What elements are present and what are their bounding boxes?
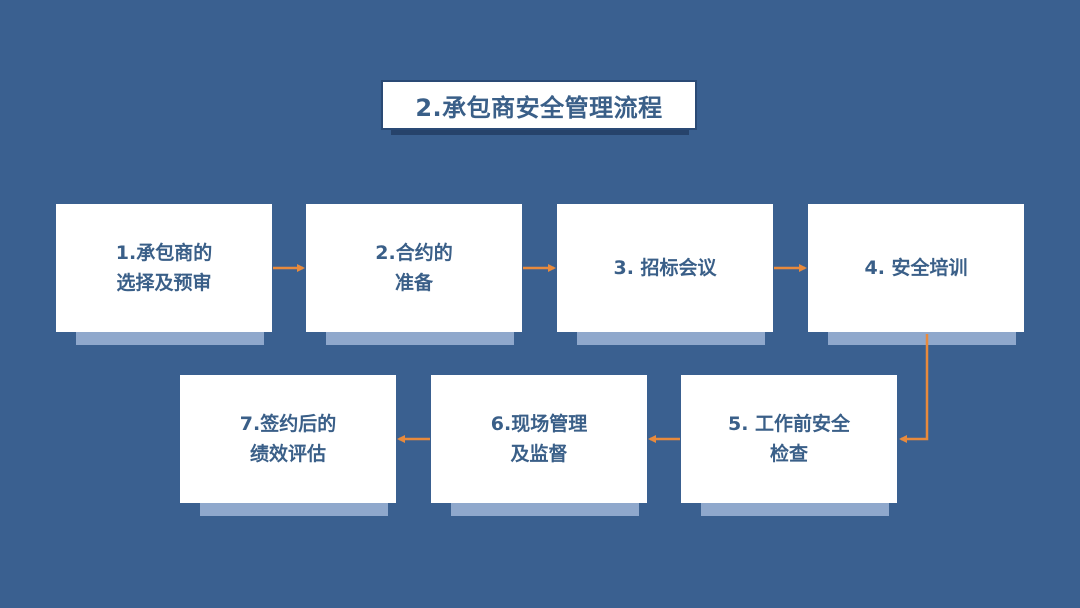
card-box: 2.合约的 准备	[306, 204, 522, 332]
card-box: 4. 安全培训	[808, 204, 1024, 332]
step-card-1: 1.承包商的 选择及预审	[56, 204, 272, 345]
diagram-title: 2.承包商安全管理流程	[383, 82, 695, 135]
step-label: 7.签约后的 绩效评估	[239, 413, 337, 465]
card-box: 7.签约后的 绩效评估	[180, 375, 396, 503]
card-shadow	[577, 332, 765, 345]
step-card-4: 4. 安全培训	[808, 204, 1024, 345]
step-label: 4. 安全培训	[864, 257, 968, 279]
step-card-5: 5. 工作前安全 检查	[681, 375, 897, 516]
card-box: 3. 招标会议	[557, 204, 773, 332]
card-box: 1.承包商的 选择及预审	[56, 204, 272, 332]
card-shadow	[76, 332, 264, 345]
step-label: 6.现场管理 及监督	[490, 413, 588, 465]
step-label: 3. 招标会议	[613, 257, 717, 279]
title-text: 2.承包商安全管理流程	[415, 93, 663, 122]
step-label: 2.合约的 准备	[375, 242, 453, 294]
card-shadow	[200, 503, 388, 516]
title-shadow	[391, 128, 689, 135]
card-box: 6.现场管理 及监督	[431, 375, 647, 503]
step-card-3: 3. 招标会议	[557, 204, 773, 345]
step-card-6: 6.现场管理 及监督	[431, 375, 647, 516]
step-label: 5. 工作前安全 检查	[727, 413, 851, 465]
step-label: 1.承包商的 选择及预审	[115, 242, 213, 294]
title-box: 2.承包商安全管理流程	[383, 82, 695, 128]
step-card-2: 2.合约的 准备	[306, 204, 522, 345]
step-card-7: 7.签约后的 绩效评估	[180, 375, 396, 516]
card-shadow	[451, 503, 639, 516]
arrow-4-to-5	[899, 334, 929, 443]
card-shadow	[326, 332, 514, 345]
card-box: 5. 工作前安全 检查	[681, 375, 897, 503]
card-shadow	[701, 503, 889, 516]
card-shadow	[828, 332, 1016, 345]
